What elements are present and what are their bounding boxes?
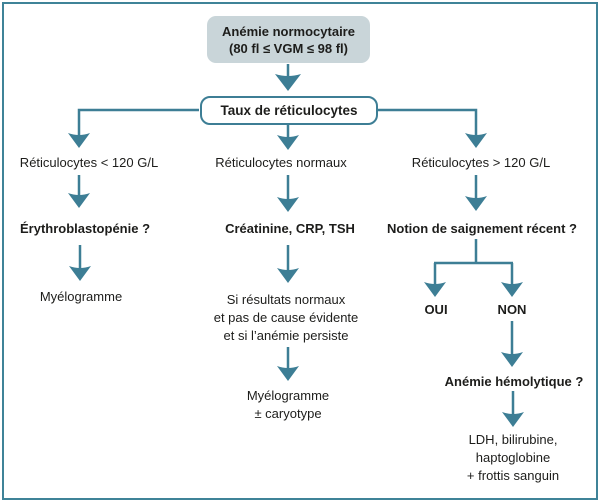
- connector-hub-to-left: [77, 108, 199, 136]
- action-line: + frottis sanguin: [466, 468, 560, 483]
- condition-line: Si résultats normaux: [226, 292, 346, 307]
- label-creatinine-crp-tsh: Créatinine, CRP, TSH: [225, 221, 355, 236]
- hub-label: Taux de réticulocytes: [220, 103, 358, 118]
- question-saignement-recent: Notion de saignement récent ?: [387, 221, 577, 236]
- action-line: ± caryotype: [254, 406, 322, 421]
- node-taux-reticulocytes: Taux de réticulocytes: [200, 96, 378, 125]
- arrow-down-icon: [277, 135, 299, 150]
- condition-line: et pas de cause évidente: [213, 310, 359, 325]
- arrow-down-icon: [277, 268, 299, 283]
- question-erythroblastopenie: Érythroblastopénie ?: [19, 221, 151, 236]
- action-myelogramme: Myélogramme: [39, 289, 123, 304]
- arrow-down-icon: [501, 282, 523, 297]
- arrow-down-icon: [68, 133, 90, 148]
- arrow-down-icon: [465, 196, 487, 211]
- arrow-down-icon: [277, 366, 299, 381]
- label-non: NON: [497, 302, 527, 317]
- action-line: LDH, bilirubine,: [468, 432, 558, 447]
- question-anemie-hemolytique: Anémie hémolytique ?: [444, 374, 584, 389]
- label-reticulocytes-normal: Réticulocytes normaux: [215, 155, 347, 170]
- label-reticulocytes-high: Réticulocytes > 120 G/L: [411, 155, 551, 170]
- arrow-down-icon: [465, 133, 487, 148]
- arrow-down-icon: [277, 197, 299, 212]
- condition-block: Si résultats normaux et pas de cause évi…: [186, 291, 386, 345]
- label-reticulocytes-low: Réticulocytes < 120 G/L: [19, 155, 159, 170]
- arrow-down-icon: [424, 282, 446, 297]
- arrow-down-icon: [275, 74, 301, 91]
- action-myelogramme-caryotype: Myélogramme ± caryotype: [188, 387, 388, 423]
- arrow-down-icon: [501, 352, 523, 367]
- arrow-down-icon: [69, 266, 91, 281]
- connector-hub-to-right: [377, 108, 478, 136]
- root-subtitle: (80 fl ≤ VGM ≤ 98 fl): [228, 41, 348, 56]
- action-line: Myélogramme: [246, 388, 330, 403]
- root-title: Anémie normocytaire: [222, 24, 355, 39]
- condition-line: et si l’anémie persiste: [223, 328, 349, 343]
- label-oui: OUI: [424, 302, 448, 317]
- arrow-down-icon: [68, 193, 90, 208]
- arrow-down-icon: [502, 412, 524, 427]
- node-anemie-normocytaire: Anémie normocytaire (80 fl ≤ VGM ≤ 98 fl…: [207, 16, 370, 63]
- action-line: haptoglobine: [475, 450, 551, 465]
- action-ldh-bilirubine: LDH, bilirubine, haptoglobine + frottis …: [413, 431, 600, 485]
